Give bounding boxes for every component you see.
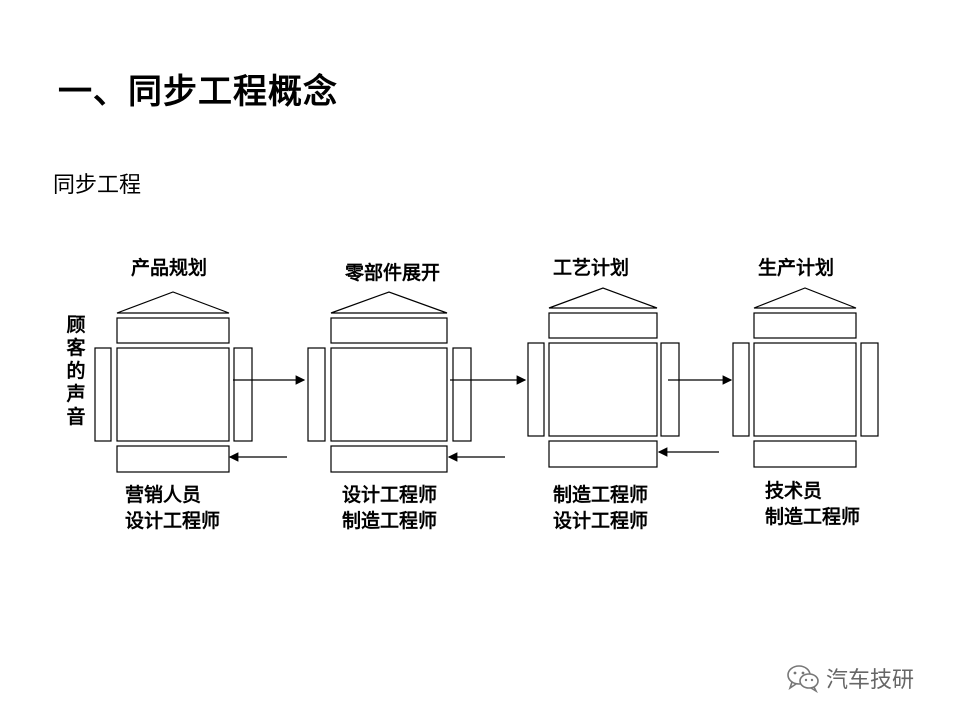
house-bottom-row <box>116 445 230 473</box>
role-label: 技术员 <box>765 480 823 502</box>
stage-roles: 制造工程师 设计工程师 <box>553 482 648 534</box>
house-top-row <box>753 312 857 339</box>
house-right-column <box>660 342 680 437</box>
house-bottom-row <box>330 445 448 473</box>
house-right-column <box>233 347 253 442</box>
role-label: 设计工程师 <box>553 510 649 532</box>
house-matrix <box>548 342 658 437</box>
house-left-column <box>732 342 750 437</box>
page-title: 一、同步工程概念 <box>58 72 338 112</box>
house-matrix <box>116 347 230 442</box>
role-label: 设计工程师 <box>125 510 221 532</box>
house-right-column <box>860 342 879 437</box>
watermark: 汽车技研 <box>786 661 914 695</box>
role-label: 设计工程师 <box>342 484 438 506</box>
customer-voice-label: 顾客的声音 <box>66 314 86 428</box>
house-roof <box>116 291 230 314</box>
stage-title: 零部件展开 <box>345 262 441 284</box>
role-label: 制造工程师 <box>553 484 649 506</box>
house-parts-deployment <box>307 291 472 473</box>
role-label: 营销人员 <box>125 484 202 506</box>
stage-title: 产品规划 <box>131 257 208 279</box>
wechat-icon <box>787 665 819 693</box>
house-process-planning <box>527 287 680 468</box>
house-left-column <box>94 347 112 442</box>
house-top-row <box>548 312 658 339</box>
house-roof <box>548 287 658 309</box>
house-right-column <box>452 347 472 442</box>
stage-title: 生产计划 <box>758 257 835 279</box>
house-production-planning <box>732 287 879 468</box>
role-label: 制造工程师 <box>765 506 861 528</box>
house-roof <box>753 287 857 309</box>
house-left-column <box>527 342 545 437</box>
role-label: 制造工程师 <box>342 510 438 532</box>
section-subtitle: 同步工程 <box>53 173 142 198</box>
house-product-planning <box>94 291 253 473</box>
stage-title: 工艺计划 <box>553 257 630 279</box>
house-top-row <box>116 317 230 344</box>
stage-roles: 营销人员 设计工程师 <box>125 482 220 534</box>
house-roof <box>330 291 448 314</box>
house-bottom-row <box>753 440 857 468</box>
stage-roles: 技术员 制造工程师 <box>765 478 860 530</box>
stage-roles: 设计工程师 制造工程师 <box>342 482 437 534</box>
house-matrix <box>330 347 448 442</box>
house-left-column <box>307 347 326 442</box>
house-matrix <box>753 342 857 437</box>
house-bottom-row <box>548 440 658 468</box>
house-top-row <box>330 317 448 344</box>
watermark-text: 汽车技研 <box>826 668 915 693</box>
